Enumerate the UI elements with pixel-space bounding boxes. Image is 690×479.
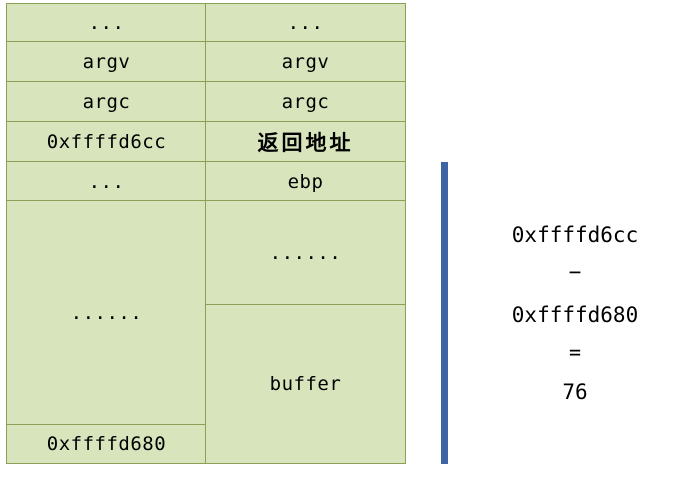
left-cell-large-ellipsis-text: ...... bbox=[70, 302, 143, 324]
right-cell-argv: argv bbox=[205, 41, 406, 83]
calc-equals-sign: = bbox=[568, 340, 582, 364]
right-cell-buffer-text: buffer bbox=[269, 373, 342, 395]
right-cell-argv-text: argv bbox=[281, 51, 330, 73]
calc-result: 76 bbox=[562, 380, 588, 404]
right-cell-buffer: buffer bbox=[205, 304, 406, 464]
right-cell-top-ellipsis-text: ... bbox=[287, 12, 324, 34]
offset-bracket-line bbox=[441, 162, 448, 464]
left-cell-buffer-address-text: 0xffffd680 bbox=[46, 433, 167, 455]
left-cell-argc: argc bbox=[6, 81, 207, 123]
left-cell-argc-text: argc bbox=[82, 91, 131, 113]
right-cell-argc: argc bbox=[205, 81, 406, 123]
calc-minus-sign: − bbox=[568, 260, 582, 284]
right-cell-ellipsis-text: ...... bbox=[269, 242, 342, 264]
left-cell-argv-text: argv bbox=[82, 51, 131, 73]
left-cell-top-ellipsis: ... bbox=[6, 3, 207, 43]
right-cell-top-ellipsis: ... bbox=[205, 3, 406, 43]
left-cell-argv: argv bbox=[6, 41, 207, 83]
left-cell-ebp-ellipsis: ... bbox=[6, 161, 207, 202]
calc-operand1: 0xffffd6cc bbox=[511, 223, 639, 247]
left-cell-large-ellipsis: ...... bbox=[6, 200, 207, 426]
calc-operand2: 0xffffd680 bbox=[511, 303, 639, 327]
right-cell-ebp: ebp bbox=[205, 161, 406, 202]
left-cell-buffer-address: 0xffffd680 bbox=[6, 424, 207, 464]
right-cell-argc-text: argc bbox=[281, 91, 330, 113]
right-cell-ellipsis: ...... bbox=[205, 200, 406, 306]
left-cell-ebp-ellipsis-text: ... bbox=[88, 170, 125, 193]
left-cell-top-ellipsis-text: ... bbox=[88, 12, 125, 34]
right-cell-return-address: 返回地址 bbox=[205, 121, 406, 163]
right-cell-ebp-text: ebp bbox=[287, 170, 324, 193]
left-cell-return-address: 0xffffd6cc bbox=[6, 121, 207, 163]
right-cell-return-address-text: 返回地址 bbox=[257, 131, 354, 155]
left-cell-return-address-text: 0xffffd6cc bbox=[46, 131, 167, 153]
